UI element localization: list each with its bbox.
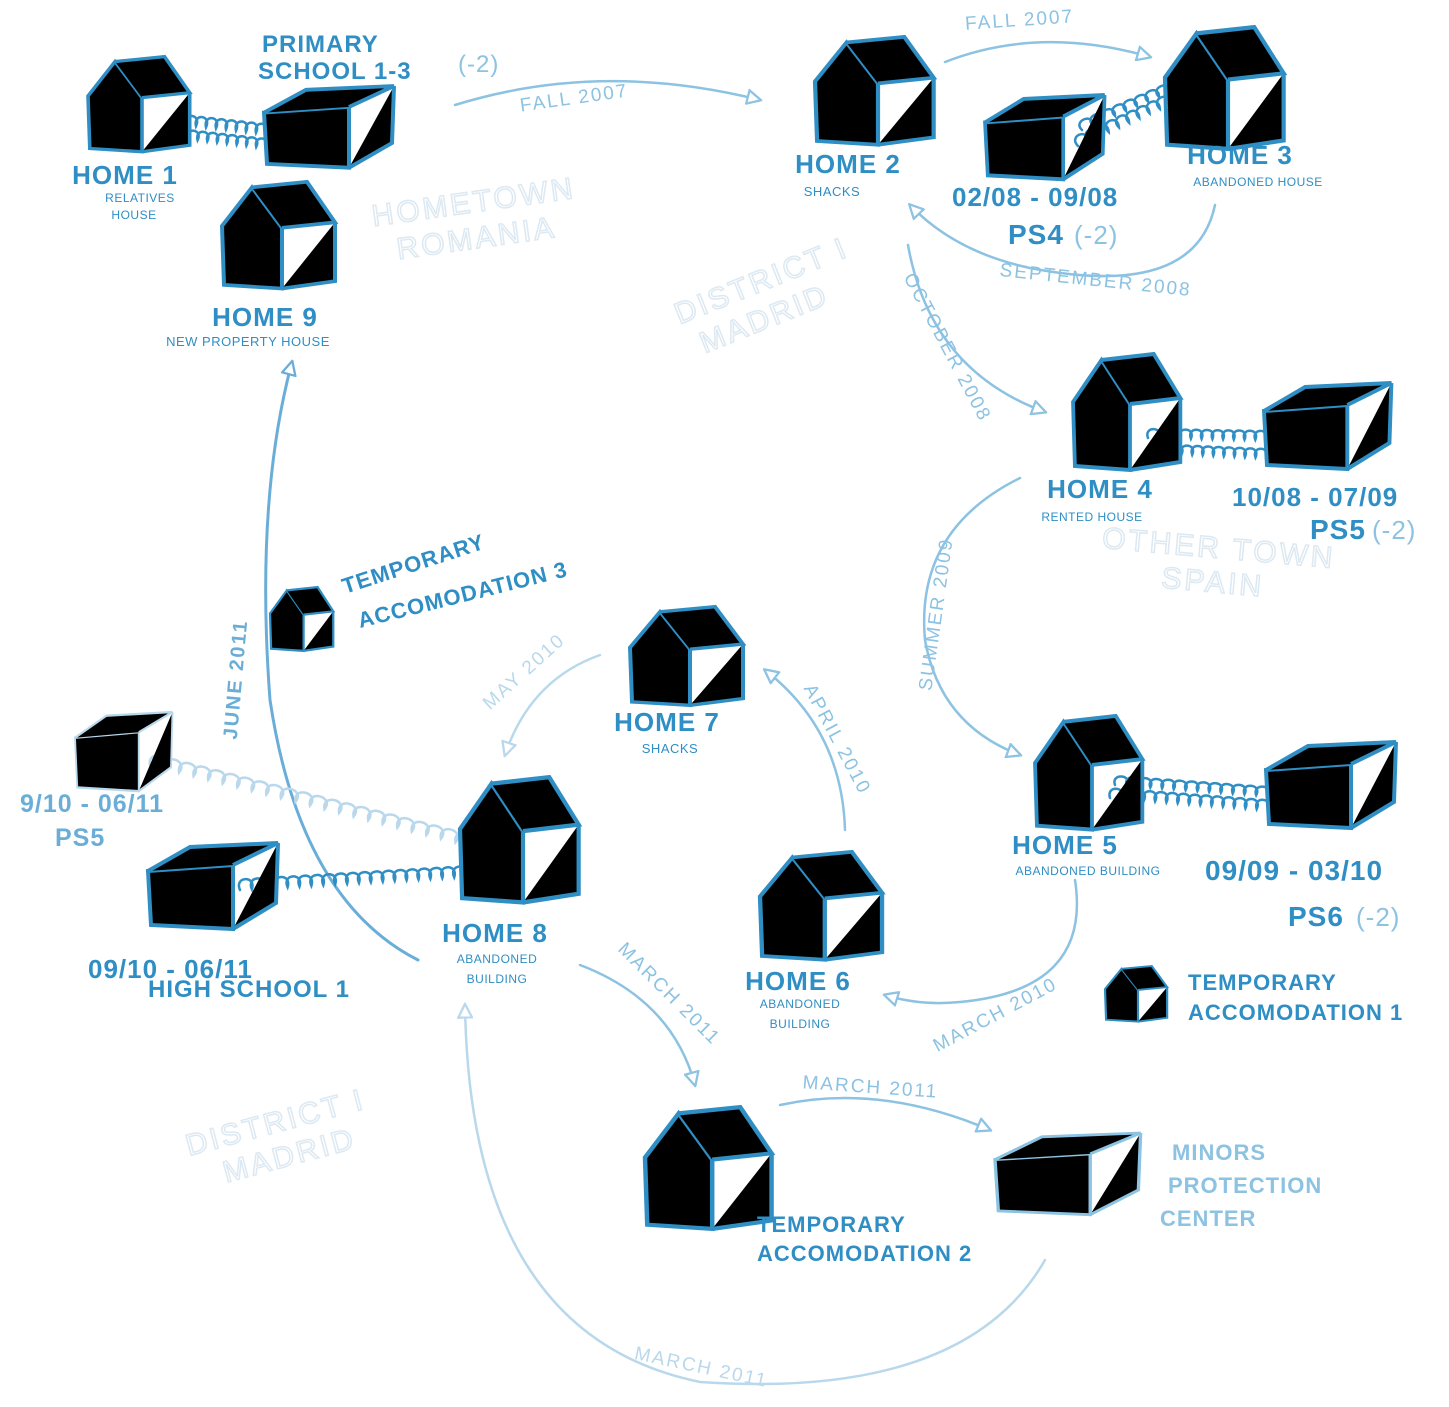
move-label-march-2011-c: MARCH 2011 [633, 1343, 770, 1392]
home7-desc: SHACKS [642, 741, 698, 756]
home2-desc: SHACKS [804, 184, 860, 199]
move-label-october-2008: OCTOBER 2008 [899, 270, 995, 426]
ps6-dates: 09/09 - 03/10 [1205, 855, 1383, 886]
home3-house-icon [1165, 27, 1284, 149]
home8-title: HOME 8 [442, 918, 548, 948]
high-school-building-icon [146, 841, 280, 931]
minors-center-line1: MINORS [1172, 1140, 1266, 1165]
coil-link-icon-ps4-home3 [1078, 84, 1172, 132]
region-other-town-line2: SPAIN [1160, 562, 1265, 604]
move-label-april-2010: APRIL 2010 [799, 681, 875, 798]
home5-title: HOME 5 [1012, 830, 1118, 860]
ps5-b-name: PS5 [55, 824, 105, 852]
arrow-may-2010 [505, 653, 602, 755]
minors-protection-center-building-icon [993, 1131, 1143, 1217]
primary-school-note: (-2) [458, 51, 499, 78]
move-label-march-2010: MARCH 2010 [930, 974, 1061, 1057]
ps5-a-building-icon [1262, 381, 1394, 471]
ps5-a-dates: 10/08 - 07/09 [1232, 482, 1398, 512]
ps5-b-dates: 9/10 - 06/11 [20, 790, 164, 818]
ps6-note: (-2) [1356, 902, 1400, 932]
home8-desc-line1: ABANDONED [457, 952, 538, 966]
home1-title: HOME 1 [72, 160, 178, 190]
arrow-fall-2007-a [453, 79, 760, 107]
school-labels: PRIMARY SCHOOL 1-3 (-2) 02/08 - 09/08 PS… [20, 31, 1416, 1003]
high-school-dates: 09/10 - 06/11 [88, 954, 253, 984]
ps5-b-building-icon [73, 710, 174, 793]
move-label-fall-2007-b: FALL 2007 [964, 6, 1074, 35]
home1-desc-line1: RELATIVES [105, 191, 175, 205]
home4-desc: RENTED HOUSE [1041, 510, 1142, 524]
home5-house-icon [1033, 714, 1145, 832]
temporary-accomodation-2-house-icon [645, 1107, 772, 1229]
home1-desc-line2: HOUSE [111, 208, 156, 222]
move-label-summer-2009: SUMMER 2009 [915, 537, 957, 692]
coil-link-icon-ps5-b-home8 [148, 754, 474, 848]
arrow-april-2010 [765, 670, 847, 832]
home9-desc: NEW PROPERTY HOUSE [166, 334, 330, 349]
home4-house-icon [1071, 352, 1183, 472]
ps4-building-icon [983, 93, 1107, 182]
move-label-june-2011: JUNE 2011 [220, 619, 252, 741]
temporary-accomodation-1-line1: TEMPORARY [1188, 970, 1337, 995]
home6-title: HOME 6 [745, 966, 851, 996]
temporary-accomodation-2-line1: TEMPORARY [757, 1212, 906, 1237]
region-labels: HOMETOWN ROMANIA DISTRICT I MADRID OTHER… [181, 171, 1337, 1190]
move-arrows [264, 40, 1217, 1386]
primary-school-line2: SCHOOL 1-3 [258, 58, 412, 85]
arrow-march-2010 [885, 878, 1079, 1003]
arrow-march-2011-b [778, 1096, 990, 1130]
temporary-accomodation-1-line2: ACCOMODATION 1 [1188, 1000, 1403, 1025]
primary-school-building-icon [262, 84, 396, 170]
ps6-building-icon [1264, 740, 1398, 830]
temporary-accomodation-2-line2: ACCOMODATION 2 [757, 1241, 972, 1266]
home5-desc: ABANDONED BUILDING [1015, 864, 1160, 878]
ps6-name: PS6 [1288, 901, 1344, 932]
home6-desc-line2: BUILDING [770, 1017, 831, 1031]
arrow-march-2011-c [465, 1005, 1047, 1386]
home6-desc-line1: ABANDONED [760, 997, 841, 1011]
home6-house-icon [760, 852, 882, 960]
home8-desc-line2: BUILDING [467, 972, 528, 986]
home3-title: HOME 3 [1187, 140, 1293, 170]
arrow-september-2008 [910, 205, 1217, 278]
high-school-name: HIGH SCHOOL 1 [148, 976, 350, 1003]
ps4-note: (-2) [1074, 220, 1118, 250]
arrow-june-2011 [264, 362, 420, 962]
temporary-accomodation-1-house-icon [1103, 964, 1169, 1023]
home9-house-icon [220, 179, 337, 291]
move-label-march-2011-a: MARCH 2011 [613, 939, 724, 1050]
ps5-a-name: PS5 [1310, 514, 1366, 545]
coil-link-icon-home1-primary-school [174, 113, 269, 137]
home7-title: HOME 7 [614, 707, 720, 737]
ps5-a-note: (-2) [1372, 515, 1416, 545]
home1-house-icon [86, 54, 192, 154]
home9-title: HOME 9 [212, 302, 318, 332]
arrow-october-2008 [906, 243, 1045, 412]
home4-title: HOME 4 [1047, 474, 1153, 504]
temporary-accomodation-3-house-icon [268, 585, 335, 653]
home3-desc: ABANDONED HOUSE [1193, 175, 1323, 189]
arrow-fall-2007-b [943, 40, 1150, 64]
coil-link-icon-home1-primary-school [176, 128, 269, 151]
home8-house-icon [460, 777, 579, 902]
move-label-may-2010: MAY 2010 [479, 630, 570, 715]
primary-school-line1: PRIMARY [262, 31, 379, 58]
home2-title: HOME 2 [795, 149, 901, 179]
arrow-march-2011-a [578, 963, 695, 1085]
minors-center-line2: PROTECTION [1168, 1173, 1322, 1198]
arrow-summer-2009 [922, 476, 1020, 755]
minors-center-line3: CENTER [1160, 1206, 1256, 1231]
ps4-dates: 02/08 - 09/08 [952, 182, 1118, 212]
home2-house-icon [815, 37, 934, 145]
ps4-name: PS4 [1008, 219, 1064, 250]
home7-house-icon [628, 604, 745, 708]
home-labels: HOME 1 RELATIVES HOUSE HOME 9 NEW PROPER… [72, 140, 1323, 1031]
